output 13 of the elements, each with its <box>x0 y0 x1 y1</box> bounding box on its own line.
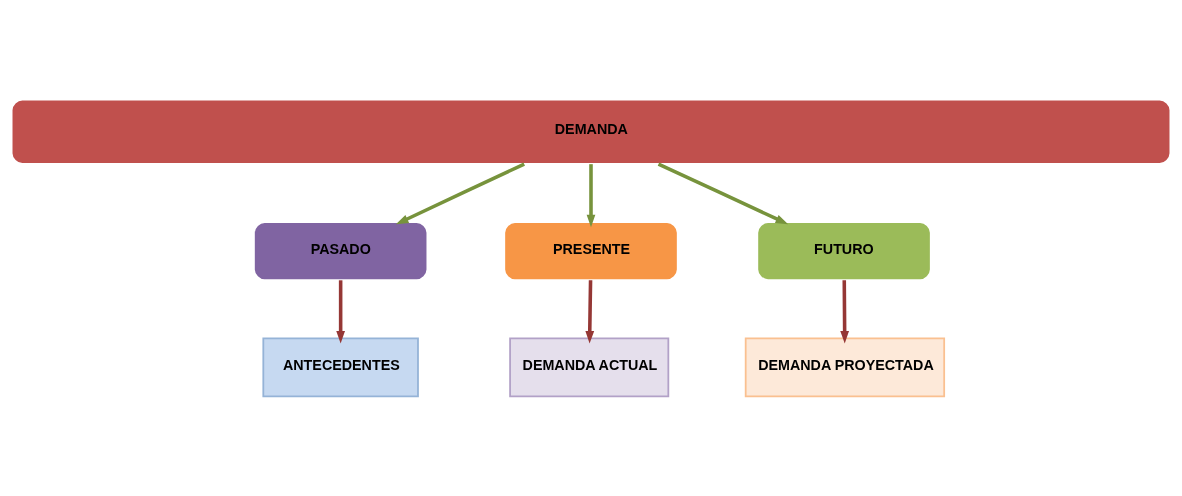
arrow <box>840 280 850 344</box>
node-box: PRESENTE <box>503 221 679 282</box>
arrow <box>395 162 525 225</box>
arrow <box>586 164 596 228</box>
arrow <box>585 280 595 344</box>
node-box: DEMANDA PROYECTADA <box>744 337 946 398</box>
node-box: FUTURO <box>756 221 932 282</box>
node-box: PASADO <box>253 221 429 282</box>
node-box: ANTECEDENTES <box>262 337 419 398</box>
node-box: DEMANDA <box>10 98 1172 165</box>
arrow <box>336 280 346 344</box>
arrow <box>657 162 789 225</box>
node-box: DEMANDA ACTUAL <box>509 337 670 398</box>
